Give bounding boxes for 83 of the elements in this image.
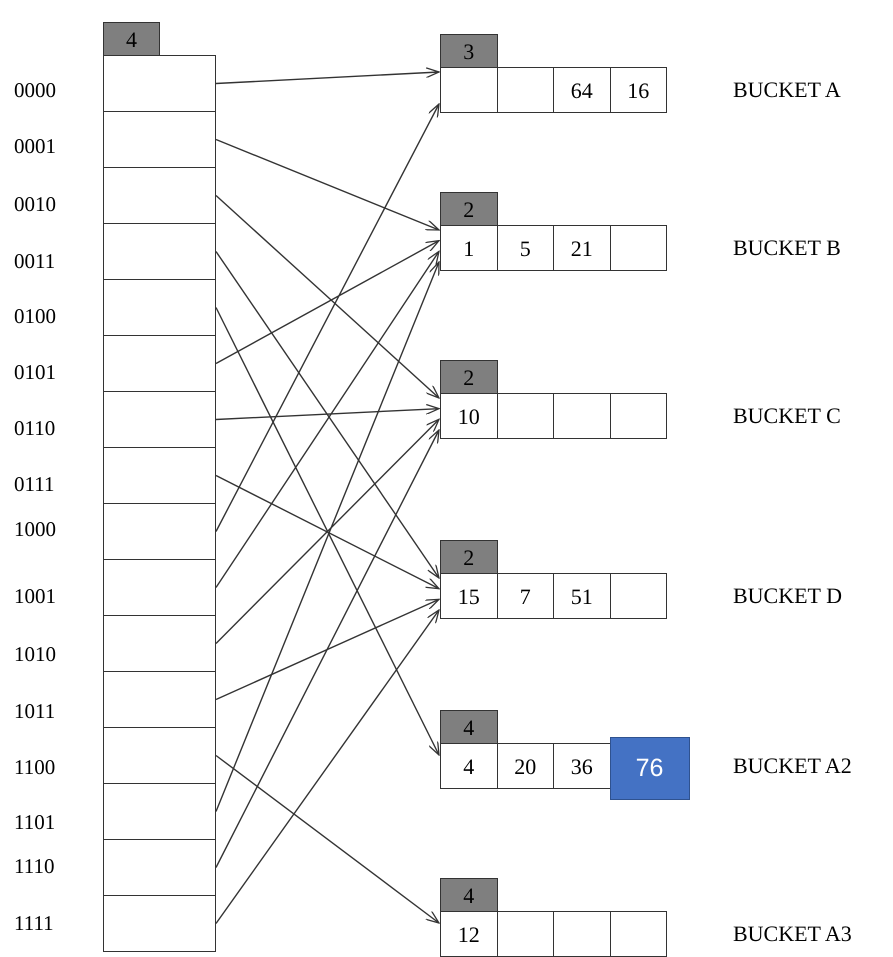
bucket-slot: 64: [553, 67, 610, 113]
bucket-slot: [496, 67, 554, 113]
bucket-slot: [496, 911, 554, 957]
bucket-label: BUCKET A: [733, 79, 841, 101]
directory-cell: [103, 671, 216, 728]
bucket-slot: [440, 67, 498, 113]
directory-cell: [103, 391, 216, 448]
bucket-slot: [610, 225, 667, 271]
directory-cell: [103, 727, 216, 784]
bucket-label: BUCKET C: [733, 405, 841, 427]
bit-pattern-label: 1010: [14, 644, 56, 665]
directory-cell: [103, 111, 216, 168]
bucket-label: BUCKET D: [733, 585, 842, 607]
directory-cell: [103, 279, 216, 336]
bucket-slot: [610, 393, 667, 439]
directory-cell: [103, 559, 216, 616]
bucket-label: BUCKET A2: [733, 755, 852, 777]
bucket-slot: 20: [496, 743, 554, 789]
depth-box: 3: [440, 34, 498, 68]
depth-box: 2: [440, 360, 498, 394]
bucket-label: BUCKET B: [733, 237, 841, 259]
directory-cell: [103, 895, 216, 952]
depth-box: 4: [440, 878, 498, 912]
bucket-slot: [610, 911, 667, 957]
pointer-arrow: [216, 598, 440, 700]
bucket-slot: 7: [496, 573, 554, 619]
bucket-slot: 21: [553, 225, 610, 271]
bit-pattern-label: 0100: [14, 306, 56, 327]
bit-pattern-label: 0101: [14, 362, 56, 383]
bucket-slot: [610, 573, 667, 619]
bucket-slot: 10: [440, 393, 498, 439]
bit-pattern-label: 0011: [14, 251, 56, 272]
pointer-arrow: [215, 103, 440, 532]
directory-cell: [103, 447, 216, 504]
bit-pattern-label: 0010: [14, 194, 56, 215]
pointer-arrow: [215, 307, 440, 756]
directory-cell: [103, 335, 216, 392]
bucket-slot: 4: [440, 743, 498, 789]
bucket-slot: [496, 393, 554, 439]
bit-pattern-label: 1101: [14, 812, 56, 833]
bit-pattern-label: 0110: [14, 418, 56, 439]
directory-cell: [103, 167, 216, 224]
bucket-slot: 5: [496, 225, 554, 271]
pointer-arrow: [216, 67, 440, 84]
bucket-slot: 15: [440, 573, 498, 619]
pointer-arrow: [215, 609, 440, 924]
bit-pattern-label: 1001: [14, 586, 56, 607]
bucket-slot: 1: [440, 225, 498, 271]
pointer-arrow: [216, 240, 440, 364]
bit-pattern-label: 1100: [14, 757, 56, 778]
pointer-arrow: [215, 429, 440, 868]
bucket-slot: [553, 393, 610, 439]
bit-pattern-label: 1111: [14, 913, 54, 934]
pointer-arrow: [216, 754, 440, 924]
pointer-arrow: [216, 194, 440, 399]
pointer-arrow: [216, 474, 440, 590]
bucket-slot: [553, 911, 610, 957]
depth-box: 2: [440, 540, 498, 574]
bucket-slot: 12: [440, 911, 498, 957]
bit-pattern-label: 1011: [14, 701, 56, 722]
bucket-slot: 16: [610, 67, 667, 113]
bit-pattern-label: 1000: [14, 519, 56, 540]
bucket-label: BUCKET A3: [733, 923, 852, 945]
pointer-arrow: [216, 418, 440, 644]
bit-pattern-label: 0001: [14, 136, 56, 157]
bit-pattern-label: 0000: [14, 80, 56, 101]
bit-pattern-label: 1110: [14, 856, 54, 877]
directory-cell: [103, 223, 216, 280]
directory-cell: [103, 503, 216, 560]
depth-box: 4: [440, 710, 498, 744]
depth-box: 4: [103, 22, 160, 56]
directory-cell: [103, 839, 216, 896]
depth-box: 2: [440, 192, 498, 226]
pointer-arrow: [215, 261, 440, 812]
new-entry-box: 76: [610, 737, 690, 800]
directory-cell: [103, 615, 216, 672]
bucket-slot: 51: [553, 573, 610, 619]
pointer-arrow: [216, 138, 440, 231]
pointer-arrow: [216, 404, 440, 420]
bit-pattern-label: 0111: [14, 474, 54, 495]
bucket-slot: 36: [553, 743, 610, 789]
directory-cell: [103, 55, 216, 112]
directory-cell: [103, 783, 216, 840]
